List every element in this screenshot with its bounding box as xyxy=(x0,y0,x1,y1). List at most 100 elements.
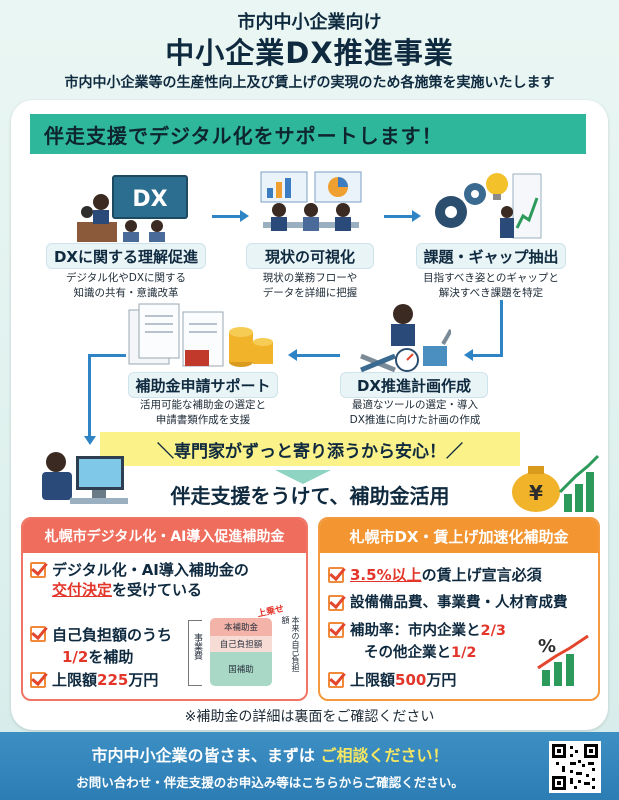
step-5-desc-line2: 申請書類作成を支援 xyxy=(155,414,251,426)
step-2-desc-line1: 現状の業務フローや xyxy=(262,272,358,284)
arrow-3-down xyxy=(500,300,503,356)
dx-board-text: DX xyxy=(132,187,167,212)
left-item-1-highlight: 交付決定 xyxy=(52,581,113,599)
step-5-desc: 活用可能な補助金の選定と 申請書類作成を支援 xyxy=(112,398,294,428)
right-item-3-line1: 補助率：市内企業と2/3 xyxy=(350,620,506,642)
right-item-3: 補助率：市内企業と2/3 その他企業と1/2 xyxy=(328,620,593,664)
check-icon xyxy=(30,672,46,688)
step-1-desc: デジタル化やDXに関する 知識の共有・意識改革 xyxy=(36,271,216,301)
seg-national-subsidy: 国補助 xyxy=(210,652,272,686)
left-item-1-line1: デジタル化・AI導入補助金の xyxy=(52,561,249,579)
check-icon xyxy=(30,562,46,578)
footer-line-1-cta: ご相談ください！ xyxy=(320,746,449,765)
step-3-desc: 目指すべき姿とのギャップと 解決すべき課題を特定 xyxy=(396,271,586,301)
arrow-3-across xyxy=(472,354,503,357)
seg-this-subsidy: 本補助金 xyxy=(210,618,272,636)
right-item-4-text: 上限額500万円 xyxy=(350,670,456,690)
check-icon xyxy=(328,622,344,638)
arrow-2-head xyxy=(412,210,421,222)
step-2-desc-line2: データを詳細に把握 xyxy=(262,287,358,299)
step-4-desc: 最適なツールの選定・導入 DX推進に向けた計画の作成 xyxy=(326,398,504,428)
footer-line-2: お問い合わせ・伴走支援のお申込み等はこちらからご確認ください。 xyxy=(76,775,464,790)
check-icon xyxy=(328,672,344,688)
jigyohi-label: 事業費 xyxy=(192,633,202,660)
left-item-2-tail: を補助 xyxy=(88,648,134,666)
arrow-1-line xyxy=(212,215,242,218)
details-note: ※補助金の詳細は裏面をご確認ください xyxy=(184,709,435,725)
left-item-3-unit: 万円 xyxy=(128,671,159,689)
subsidy-box-digital-ai-title: 札幌市デジタル化・AI導入促進補助金 xyxy=(23,519,306,553)
percent-symbol: % xyxy=(538,636,556,657)
step-1-desc-line2: 知識の共有・意識改革 xyxy=(73,287,179,299)
check-icon xyxy=(328,595,344,611)
right-item-3-text: 補助率：市内企業と2/3 その他企業と1/2 xyxy=(350,620,506,664)
left-item-3-label: 上限額 xyxy=(52,671,98,689)
header-tagline: 市内中小企業等の生産性向上及び賃上げの実現のため各施策を実施いたします xyxy=(64,75,555,91)
arrow-3-head xyxy=(464,349,473,361)
arrow-5-across xyxy=(88,354,126,357)
catchphrase: ＼専門家がずっと寄り添うから安心！／ xyxy=(100,432,520,466)
step-2-desc: 現状の業務フローや データを詳細に把握 xyxy=(232,271,388,301)
step-2-title: 現状の可視化 xyxy=(246,243,374,269)
arrow-5-head xyxy=(84,436,96,445)
left-item-1: デジタル化・AI導入補助金の 交付決定を受けている xyxy=(30,560,300,600)
subsidy-box-dx-wage-title: 札幌市DX・賃上げ加速化補助金 xyxy=(320,519,598,553)
step-3-desc-line1: 目指すべき姿とのギャップと xyxy=(423,272,559,284)
jigyohi-bracket xyxy=(188,620,202,686)
step-1-desc-line1: デジタル化やDXに関する xyxy=(65,272,187,284)
step-3-desc-line2: 解決すべき課題を特定 xyxy=(438,287,544,299)
right-item-3-label: 補助率：市内企業と xyxy=(350,623,481,639)
right-item-3-label2: その他企業と xyxy=(364,645,451,661)
right-item-4-amount: 500 xyxy=(395,671,427,689)
subsidy-stack-bar: 本補助金 自己負担額 国補助 xyxy=(210,618,272,686)
documents-coins-icon xyxy=(128,303,273,367)
arrow-4-head xyxy=(288,349,297,361)
step-3-title: 課題・ギャップ抽出 xyxy=(416,243,566,269)
banner-text: 伴走支援でデジタル化をサポートします！ xyxy=(44,123,443,148)
data-analysis-icon xyxy=(260,171,362,231)
left-item-2-text: 自己負担額のうち 1/2を補助 xyxy=(52,624,172,668)
left-item-3-amount: 225 xyxy=(97,671,129,689)
right-item-4-unit: 万円 xyxy=(426,671,457,689)
step-5-title: 補助金申請サポート xyxy=(128,372,278,398)
left-item-3: 上限額225万円 xyxy=(30,670,190,690)
seg-self-burden: 自己負担額 xyxy=(210,636,272,652)
right-item-4: 上限額500万円 xyxy=(328,670,528,690)
right-item-2: 設備備品費、事業費・人材育成費 xyxy=(328,593,593,613)
check-icon xyxy=(30,626,46,642)
footer xyxy=(0,732,619,800)
right-item-1-highlight: 3.5%以上 xyxy=(350,566,422,584)
qr-code-icon[interactable] xyxy=(549,741,601,793)
left-item-2-line2: 1/2を補助 xyxy=(52,646,172,668)
left-item-1-tail: を受けている xyxy=(112,581,203,599)
check-icon xyxy=(328,567,344,583)
right-item-3-ratio: 2/3 xyxy=(480,623,506,639)
use-subsidy-heading: 伴走支援をうけて、補助金活用 xyxy=(170,484,450,508)
yen-bag-icon: ¥ xyxy=(512,454,600,512)
step-4-title: DX推進計画作成 xyxy=(340,372,488,398)
right-item-4-label: 上限額 xyxy=(350,671,396,689)
right-item-2-text: 設備備品費、事業費・人材育成費 xyxy=(350,595,568,611)
left-item-2: 自己負担額のうち 1/2を補助 xyxy=(30,624,190,668)
left-item-2-ratio: 1/2 xyxy=(62,648,89,666)
left-item-1-text: デジタル化・AI導入補助金の 交付決定を受けている xyxy=(52,560,249,600)
header-subtitle: 市内中小企業向け xyxy=(237,12,382,33)
left-item-1-line2: 交付決定を受けている xyxy=(52,580,249,600)
down-triangle xyxy=(275,470,331,484)
footer-line-1: 市内中小企業の皆さま、まずは ご相談ください！ xyxy=(0,742,540,766)
arrow-2-line xyxy=(384,215,414,218)
right-item-3-ratio2: 1/2 xyxy=(451,645,477,661)
right-item-1: 3.5%以上の賃上げ宣言必須 xyxy=(328,565,593,585)
honrai-label: 本来の自己負担額 xyxy=(281,616,300,672)
arrow-4-line xyxy=(296,354,340,357)
step-4-desc-line1: 最適なツールの選定・導入 xyxy=(352,399,478,411)
yen-symbol: ¥ xyxy=(529,481,543,505)
person-computer-icon xyxy=(42,452,128,504)
step-4-desc-line2: DX推進に向けた計画の作成 xyxy=(349,414,481,426)
support-banner: 伴走支援でデジタル化をサポートします！ xyxy=(30,114,586,154)
arrow-1-head xyxy=(240,210,249,222)
step-5-desc-line1: 活用可能な補助金の選定と xyxy=(140,399,266,411)
arrow-5-down xyxy=(88,354,91,438)
left-item-3-text: 上限額225万円 xyxy=(52,670,158,690)
dx-classroom-icon: DX xyxy=(77,175,188,242)
